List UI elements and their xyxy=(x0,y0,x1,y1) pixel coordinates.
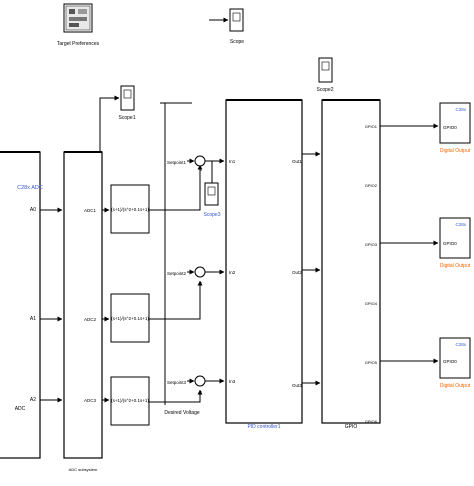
pid-port-0: In1 xyxy=(229,159,236,164)
transfer-fn-2[interactable]: (s+1)/(s^2+0.1s+1) xyxy=(110,293,150,343)
pid-port-1: In2 xyxy=(229,270,236,275)
sum1-sign: - xyxy=(200,168,202,174)
digital-output-2[interactable]: C28x GPIO0 Digital Output xyxy=(439,217,471,269)
pid-label: PID controller1 xyxy=(247,424,280,430)
do3-title: C28x xyxy=(455,342,466,347)
pid-output-lines: Out1 Out2 Out3 xyxy=(292,151,321,388)
adc-port-0: A0 xyxy=(30,207,36,213)
adc-title: C28x ADC xyxy=(17,185,43,191)
digital-output-3[interactable]: C28x GPIO0 Digital Output xyxy=(439,337,471,389)
pid-controller-block[interactable]: In1 In2 In3 PID controller1 xyxy=(225,99,303,430)
out1-label: Out1 xyxy=(292,159,302,164)
out3-label: Out3 xyxy=(292,383,302,388)
gpio-label: GPIO xyxy=(345,424,358,430)
tf1-text: (s+1)/(s^2+0.1s+1) xyxy=(111,207,149,212)
scope1-label: Scope1 xyxy=(119,115,136,121)
tf2-text: (s+1)/(s^2+0.1s+1) xyxy=(111,316,149,321)
scope-top-label: Scope xyxy=(230,39,244,45)
target-preferences-block[interactable]: Target Preferences xyxy=(57,3,100,47)
tf-output-lines xyxy=(149,164,203,403)
setpoint-1[interactable]: Setpoint1 - xyxy=(167,155,225,174)
adc-block[interactable]: C28x ADC A0 A1 A2 ADC xyxy=(0,151,43,459)
adc2-label: ADC2 xyxy=(84,317,97,322)
sum-junction-1 xyxy=(194,155,206,167)
setpoint-2[interactable]: Setpoint2 - xyxy=(167,266,225,286)
setpoint3-label: Setpoint3 xyxy=(167,380,187,385)
adc-label: ADC xyxy=(15,406,26,412)
target-preferences-label: Target Preferences xyxy=(57,41,100,47)
sum-junction-2 xyxy=(194,266,206,278)
gpio-port-6: GPIO6 xyxy=(365,419,378,424)
pid-port-2: In3 xyxy=(229,379,236,384)
scope-top-block[interactable]: Scope xyxy=(209,8,244,45)
gpio-port-2: GPIO2 xyxy=(365,183,378,188)
adc-subsystem-block[interactable]: ADC1 ADC2 ADC3 ADC subsystem xyxy=(63,151,103,472)
sum-junction-3 xyxy=(194,375,206,387)
do2-port: GPIO0 xyxy=(443,241,457,246)
gpio-port-1: GPIO1 xyxy=(365,124,378,129)
digital-output-1[interactable]: C28x GPIO0 Digital Output xyxy=(439,102,471,154)
gpio-block[interactable]: GPIO1 GPIO2 GPIO3 GPIO4 GPIO5 GPIO6 GPIO xyxy=(321,99,381,430)
transfer-fn-3[interactable]: (s+1)/(s^2+0.1s+1) xyxy=(110,376,150,426)
do3-label: Digital Output xyxy=(440,383,471,389)
do3-port: GPIO0 xyxy=(443,359,457,364)
desired-voltage-bracket: Desired Voltage xyxy=(160,102,200,416)
setpoint-3[interactable]: Setpoint3 - xyxy=(167,375,225,395)
out2-label: Out2 xyxy=(292,270,302,275)
adc-port-1: A1 xyxy=(30,316,36,322)
gpio-port-4: GPIO4 xyxy=(365,301,378,306)
setpoint1-label: Setpoint1 xyxy=(167,160,187,165)
scope3-block[interactable]: Scope3 xyxy=(204,161,221,218)
transfer-fn-1[interactable]: (s+1)/(s^2+0.1s+1) xyxy=(110,184,150,234)
setpoint2-label: Setpoint2 xyxy=(167,271,187,276)
tf3-text: (s+1)/(s^2+0.1s+1) xyxy=(111,398,149,403)
do2-title: C28x xyxy=(455,222,466,227)
sum3-sign: - xyxy=(200,389,202,395)
gpio-port-3: GPIO3 xyxy=(365,242,378,247)
scope3-label: Scope3 xyxy=(204,212,221,218)
do2-label: Digital Output xyxy=(440,263,471,269)
do1-label: Digital Output xyxy=(440,148,471,154)
tf-input-lines xyxy=(102,207,110,403)
adc-port-2: A2 xyxy=(30,397,36,403)
do1-port: GPIO0 xyxy=(443,125,457,130)
scope2-label: Scope2 xyxy=(317,87,334,93)
gpio-port-5: GPIO5 xyxy=(365,360,378,365)
scope2-block[interactable]: Scope2 xyxy=(317,57,334,93)
adc3-label: ADC3 xyxy=(84,398,97,403)
gpio-output-lines xyxy=(380,123,439,364)
bottom-note: ADC subsystem xyxy=(69,467,98,472)
desired-voltage-label: Desired Voltage xyxy=(164,410,200,416)
sum2-sign: - xyxy=(200,280,202,286)
do1-title: C28x xyxy=(455,107,466,112)
adc1-label: ADC1 xyxy=(84,208,97,213)
